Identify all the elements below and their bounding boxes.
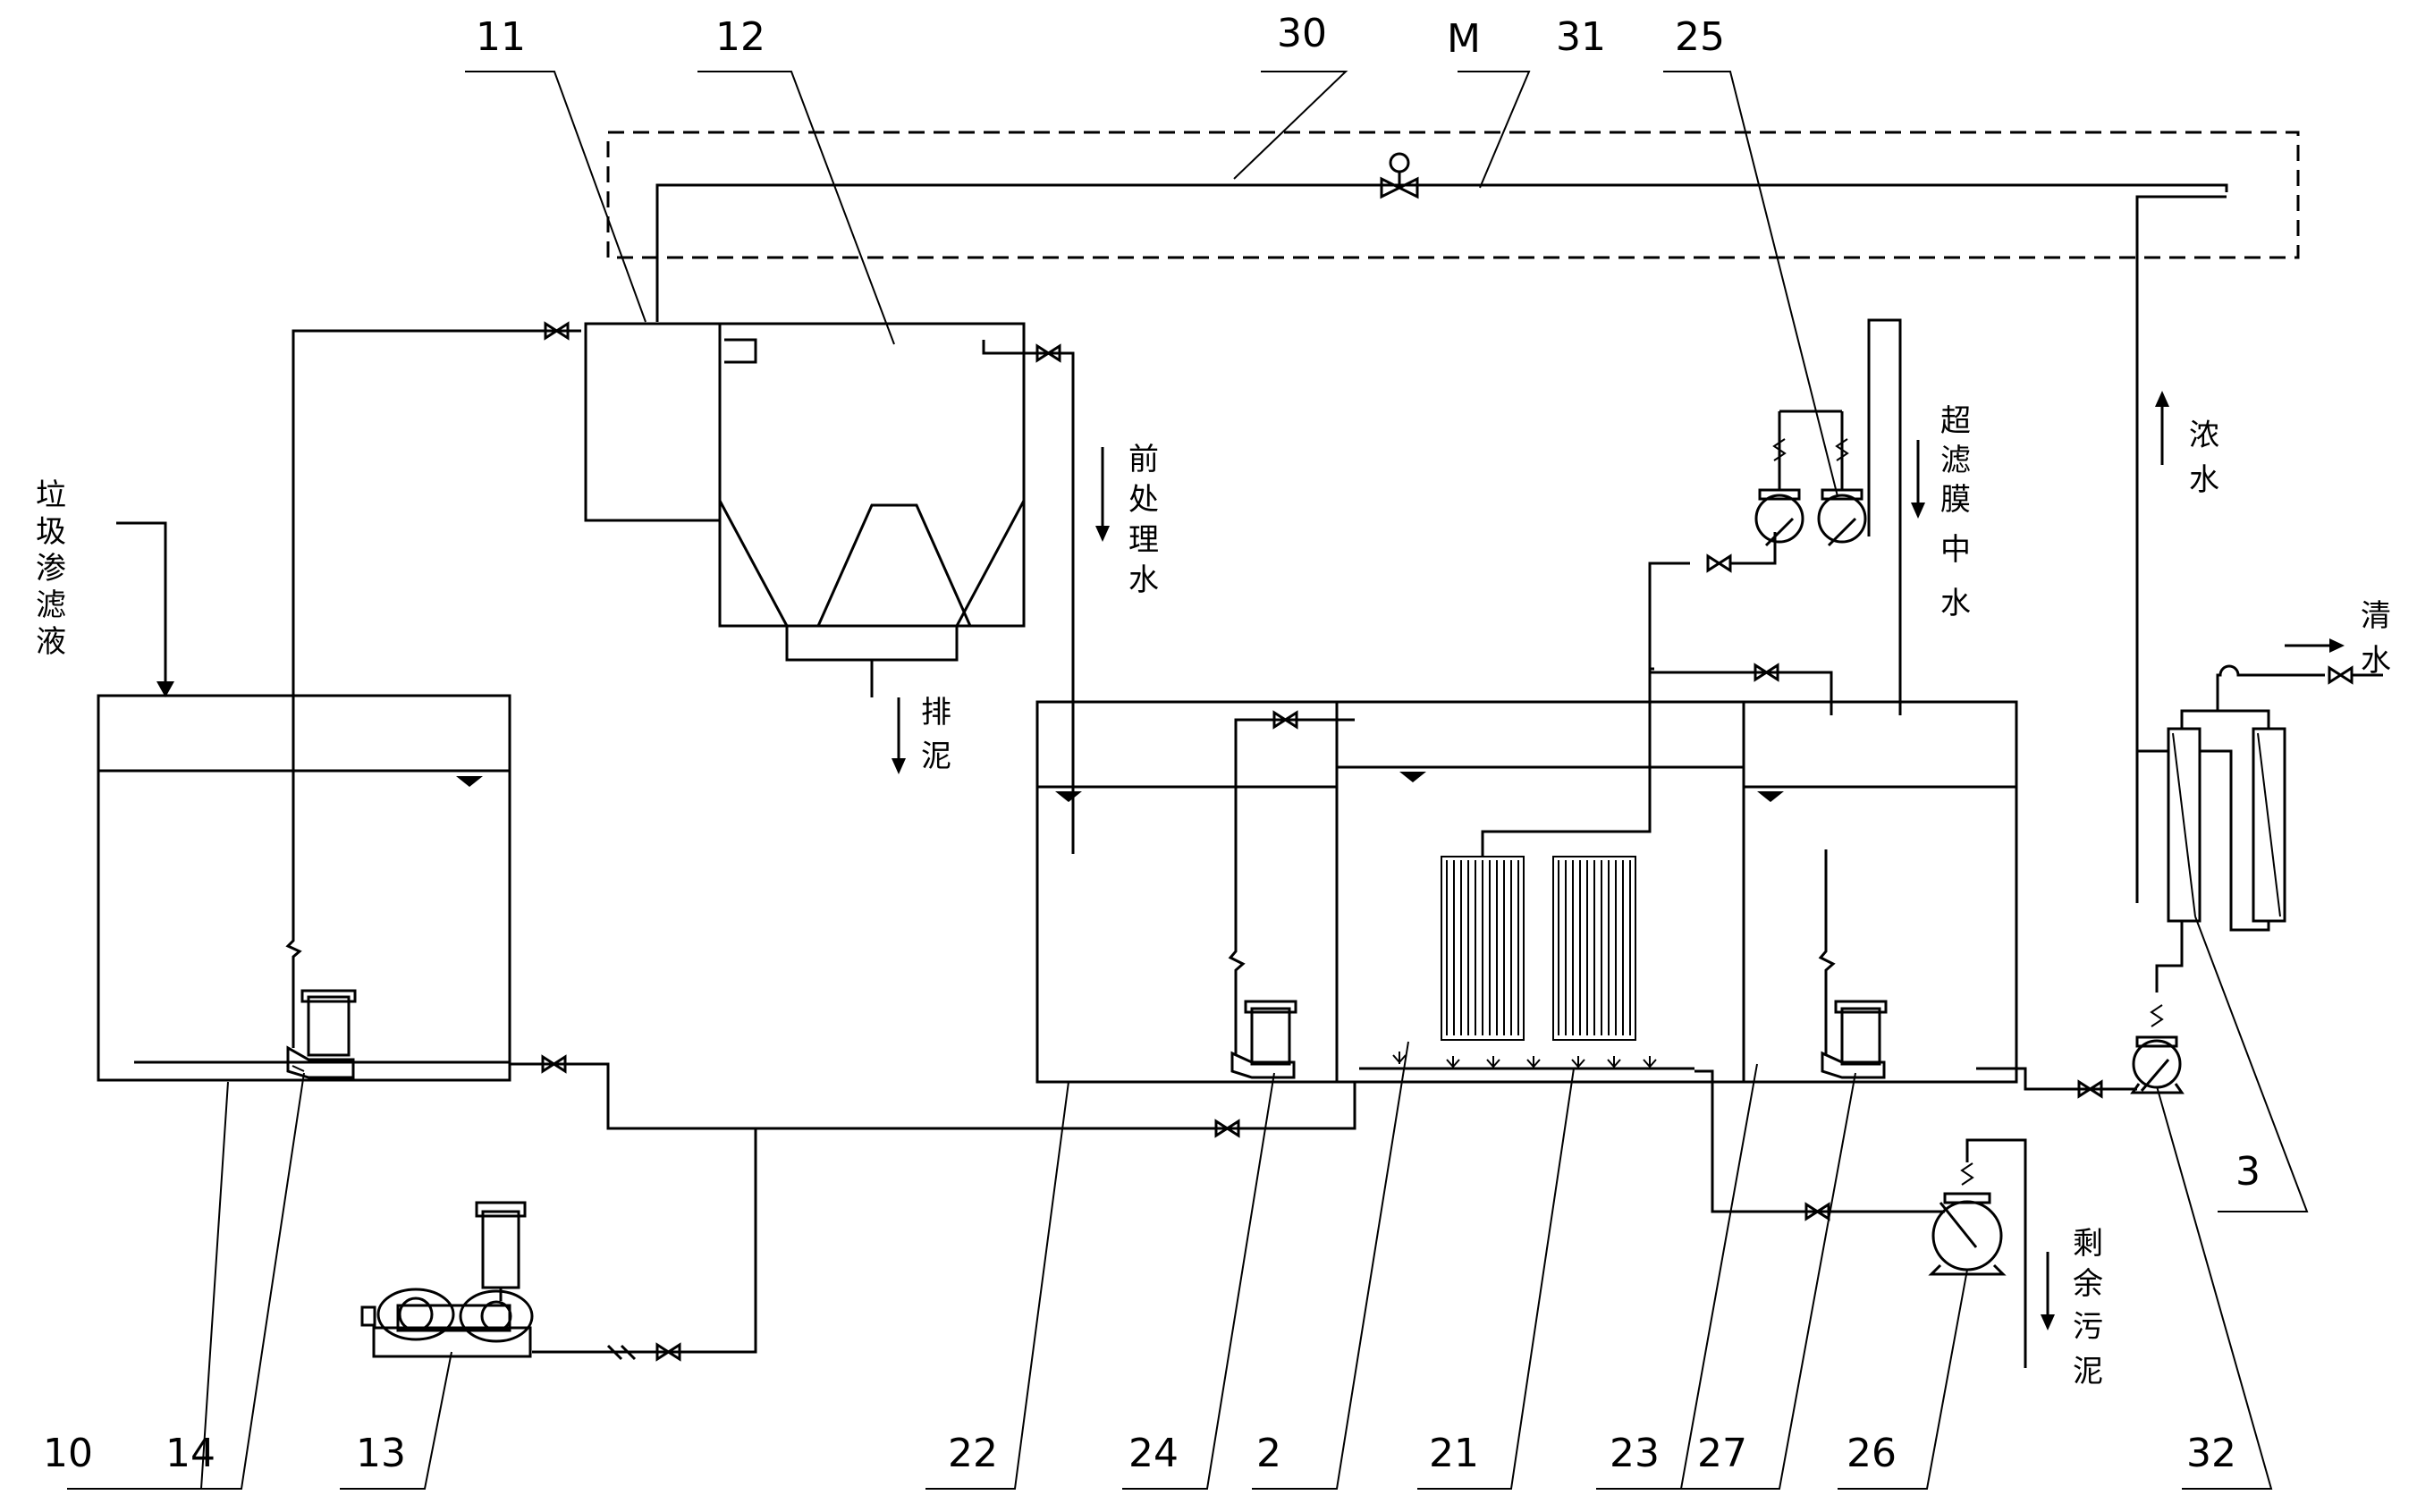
air-pipe-13 (532, 1128, 757, 1354)
ro-membrane-3 (2137, 709, 2286, 932)
vacuum-pump-25 (1754, 410, 1867, 547)
leader-lines (67, 71, 2309, 1490)
pump-27-riser (1818, 849, 1836, 1055)
high-pressure-pump-32 (2130, 1004, 2185, 1094)
caption-char: 余 (2073, 1266, 2103, 1302)
tank-23 (1742, 700, 2018, 1084)
pipe-to-23 (1650, 671, 1833, 715)
gate-valve-icon (1272, 710, 1298, 730)
gate-valve-icon (2328, 665, 2354, 685)
gate-valve-icon (1754, 663, 1779, 682)
gate-valve-icon (655, 1342, 681, 1362)
uf-permeate-pipe (1867, 318, 1902, 715)
label-11: 11 (476, 14, 526, 60)
tank-22 (1035, 700, 1339, 1084)
caption-char: 渗 (36, 551, 66, 587)
label-32: 32 (2186, 1431, 2236, 1476)
caption-uf-permeate: 超 滤 膜 中 水 (1940, 403, 1971, 621)
label-14: 14 (165, 1431, 216, 1476)
membrane-module-21 (1441, 669, 1652, 1041)
uf-header-pipe (1730, 532, 1777, 565)
submersible-pump-27 (1821, 1000, 1888, 1079)
excess-sludge-pipe (1694, 1069, 1945, 1213)
caption-sludge-discharge: 排 泥 (921, 695, 951, 774)
mixing-tank-11 (584, 322, 720, 522)
gate-valve-icon (1035, 343, 1061, 363)
valve-m-icon (1380, 152, 1419, 199)
submersible-pump-14 (286, 989, 357, 1079)
caption-char: 泥 (921, 739, 951, 774)
label-31: 31 (1556, 14, 1606, 60)
caption-char: 排 (921, 695, 951, 731)
gate-valve-icon (2077, 1079, 2103, 1099)
submersible-pump-24 (1230, 1000, 1297, 1079)
caption-char: 垃 (36, 477, 66, 513)
caption-char: 水 (1940, 586, 1971, 621)
pretreated-water-line (1024, 351, 1075, 854)
gate-valve-icon (1804, 1202, 1830, 1221)
caption-char: 剩 (2073, 1226, 2103, 1262)
label-13: 13 (356, 1431, 406, 1476)
clarifier-12 (718, 322, 1026, 662)
label-22: 22 (948, 1431, 998, 1476)
gate-valve-icon (541, 1054, 567, 1074)
label-27: 27 (1697, 1431, 1747, 1476)
caption-char: 超 (1940, 403, 1971, 439)
recirculation-pipe-31 (655, 183, 2228, 903)
caption-excess-sludge: 剩 余 污 泥 (2073, 1226, 2103, 1390)
caption-char: 中 (1940, 532, 1971, 568)
caption-clean-water: 清 水 (2361, 598, 2391, 679)
pipe-10-to-22 (510, 1062, 1356, 1130)
caption-concentrate: 浓 水 (2189, 418, 2219, 498)
label-24: 24 (1128, 1431, 1179, 1476)
caption-char: 滤 (1940, 443, 1971, 478)
gate-valve-icon (544, 321, 570, 341)
pipe-23-to-32 (1976, 1067, 2137, 1091)
aerator-diffusers (1392, 1052, 1657, 1069)
caption-char: 液 (36, 624, 66, 660)
caption-pretreated-water: 前 处 理 水 (1128, 442, 1159, 598)
pipe-24-to-2 (1228, 718, 1355, 1055)
check-valve-icon (606, 1344, 637, 1361)
caption-char: 理 (1128, 522, 1159, 558)
caption-leachate: 垃 圾 渗 滤 液 (36, 477, 66, 660)
uf-suction-pipe (1648, 562, 1690, 669)
sludge-pump-26 (1928, 1138, 2027, 1368)
caption-char: 浓 (2189, 418, 2219, 453)
label-23: 23 (1610, 1431, 1660, 1476)
arrow-down-icon (156, 681, 174, 697)
label-3: 3 (2235, 1149, 2261, 1195)
leachate-tank-10 (97, 694, 511, 1082)
control-boundary-30 (606, 131, 2300, 259)
pipe-14-to-11 (285, 329, 581, 1048)
leachate-inlet-line (116, 521, 167, 688)
label-12: 12 (715, 14, 765, 60)
caption-char: 膜 (1940, 482, 1971, 518)
water-level-icon (456, 776, 483, 787)
clean-water-pipe (2216, 664, 2325, 711)
label-21: 21 (1429, 1431, 1479, 1476)
blower-13 (360, 1201, 534, 1358)
caption-char: 圾 (36, 514, 66, 550)
label-2: 2 (1256, 1431, 1281, 1476)
label-26: 26 (1847, 1431, 1897, 1476)
caption-char: 处 (1128, 482, 1159, 518)
gate-valve-icon (1214, 1119, 1240, 1138)
membrane-bioreactor-2 (1335, 700, 1745, 1084)
ro-feed-pipe (2155, 921, 2184, 993)
caption-char: 水 (1128, 562, 1159, 598)
caption-char: 水 (2361, 643, 2391, 679)
caption-char: 清 (2361, 598, 2391, 634)
label-m: M (1447, 16, 1481, 62)
caption-char: 滤 (36, 587, 66, 623)
caption-char: 泥 (2073, 1354, 2103, 1390)
caption-char: 水 (2189, 462, 2219, 498)
caption-char: 污 (2073, 1309, 2103, 1345)
caption-char: 前 (1128, 442, 1159, 477)
label-25: 25 (1675, 14, 1725, 60)
gate-valve-icon (1706, 553, 1732, 573)
label-10: 10 (43, 1431, 93, 1476)
label-30: 30 (1277, 11, 1327, 56)
